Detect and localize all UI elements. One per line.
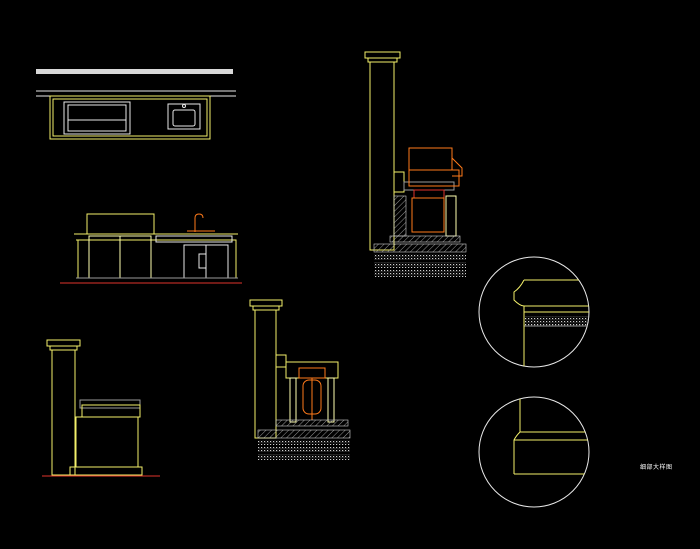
section-right — [364, 51, 467, 277]
section-middle — [249, 299, 351, 460]
detail-caption: 细部大样图 — [640, 464, 673, 471]
front-elevation — [60, 213, 242, 284]
plan-view — [36, 69, 236, 140]
side-elevation-left — [42, 339, 160, 477]
detail-circle-2 — [478, 396, 590, 508]
detail-circle-1 — [478, 256, 590, 368]
